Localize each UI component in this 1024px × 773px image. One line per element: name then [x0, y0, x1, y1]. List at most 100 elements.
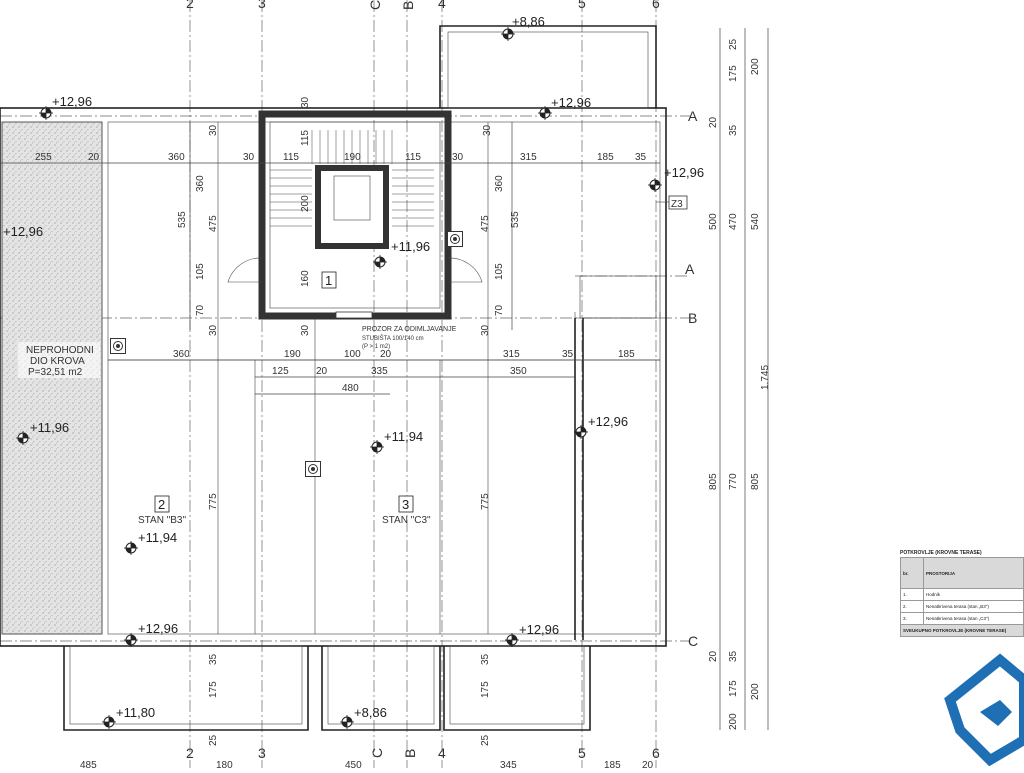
level-mark-icon	[574, 425, 588, 439]
level-label: +11,94	[138, 530, 177, 545]
dim-text: 470	[728, 213, 739, 230]
dims-mid: 360 190 100 20 315 35 185 125 20 335 350…	[173, 349, 635, 394]
dim-text: 1.745	[760, 365, 771, 390]
dim-text: 805	[750, 473, 761, 490]
dim-text: 200	[750, 58, 761, 75]
level-mark-icon	[102, 715, 116, 729]
dim-text: 480	[342, 383, 359, 394]
axis-label: 3	[258, 0, 266, 11]
room-labels: 1 2 STAN "B3" 3 STAN "C3"	[138, 271, 431, 526]
level-label: +11,94	[384, 429, 423, 444]
level-mark-icon	[124, 541, 138, 555]
dim-text: 70	[195, 304, 206, 316]
dim-text: 125	[272, 366, 289, 377]
level-label: +12,96	[52, 94, 92, 109]
level-mark-icon	[501, 27, 515, 41]
dim-text: 35	[562, 349, 574, 360]
dim-text: 25	[728, 38, 739, 50]
dim-text: 190	[344, 152, 361, 163]
dim-text: 70	[494, 304, 505, 316]
window-note-line: PROZOR ZA ODIMLJAVANJE	[362, 326, 457, 333]
drain-icon	[110, 338, 126, 354]
roof-note: NEPROHODNI DIO KROVA P=32,51 m2	[18, 342, 100, 378]
table-cell: 3.	[900, 612, 924, 625]
table-cell: 2.	[900, 600, 924, 613]
room-name: STAN "B3"	[138, 515, 186, 526]
axis-label: C	[369, 748, 385, 758]
table-header-cell: PROSTORIJA	[923, 557, 1024, 589]
level-label: +12,96	[664, 165, 704, 180]
dim-text: 30	[300, 324, 311, 336]
level-label: +12,96	[588, 414, 628, 429]
dim-text: 805	[708, 473, 719, 490]
company-logo	[944, 653, 1024, 767]
axis-label: 5	[578, 745, 586, 761]
axis-label: B	[688, 310, 697, 326]
dim-text: 30	[480, 324, 491, 336]
dim-text: 775	[480, 493, 491, 510]
roof-note-line: P=32,51 m2	[28, 367, 83, 378]
z3-tag: Z3	[656, 195, 688, 210]
level-mark-icon	[124, 633, 138, 647]
room-schedule-table: POTKROVLJE (KROVNE TERASE) br. PROSTORIJ…	[900, 550, 1024, 637]
dim-text: 475	[480, 215, 491, 232]
axis-labels-top: 2 3 C B 4 5 6	[186, 0, 660, 11]
roof-note-line: DIO KROVA	[30, 356, 85, 367]
drain-icon	[447, 231, 463, 247]
dims-vertical-misc: 30 30 360 535 475 105 70 30 30 360 535 4…	[177, 96, 521, 746]
dim-text: 200	[750, 683, 761, 700]
level-label: +12,96	[3, 224, 43, 239]
dim-text: 360	[168, 152, 185, 163]
axis-label: 6	[652, 745, 660, 761]
dim-text: 20	[88, 152, 100, 163]
dim-text: 450	[345, 760, 362, 768]
level-label: +12,96	[519, 622, 559, 637]
level-mark-icon	[373, 255, 387, 269]
dim-text: 255	[35, 152, 52, 163]
dim-text: 775	[208, 493, 219, 510]
table-total-row: SVEUKUPNO POTKROVLJE (KROVNE TERASE)	[900, 624, 1024, 637]
dims-right: 25 175 200 20 35 500 540 1.745 805 805 2…	[708, 38, 771, 730]
dim-text: 185	[618, 349, 635, 360]
dim-text: 115	[300, 130, 311, 146]
dim-text: 30	[452, 152, 464, 163]
table: br. PROSTORIJA 1. Hodnik 2. Nenatkrivena…	[900, 557, 1024, 637]
dim-text: 485	[80, 760, 97, 768]
dim-text: 105	[494, 263, 505, 280]
dim-text: 20	[642, 760, 654, 768]
level-label: +12,96	[138, 621, 178, 636]
level-label: +8,86	[354, 705, 387, 720]
dim-text: 20	[708, 650, 719, 662]
axis-label: B	[402, 749, 418, 758]
dim-text: 30	[300, 96, 311, 108]
dim-text: 115	[405, 152, 421, 163]
dim-text: 200	[728, 713, 739, 730]
dimension-lines	[0, 28, 769, 730]
dim-text: 35	[728, 124, 739, 136]
level-label: +8,86	[512, 14, 545, 29]
dim-text: 35	[208, 653, 219, 665]
table-header-cell: br.	[900, 557, 924, 589]
roof-note-line: NEPROHODNI	[26, 345, 94, 356]
room-number: 2	[158, 497, 165, 512]
table-title: POTKROVLJE (KROVNE TERASE)	[900, 550, 982, 556]
dim-text: 475	[208, 215, 219, 232]
level-mark-icon	[370, 440, 384, 454]
dim-text: 175	[480, 681, 491, 698]
dim-text: 20	[316, 366, 328, 377]
dim-text: 190	[284, 349, 301, 360]
table-cell: Hodnik	[923, 588, 1024, 601]
dim-text: 175	[208, 681, 219, 698]
dim-text: 30	[208, 324, 219, 336]
dim-text: 30	[243, 152, 255, 163]
level-mark-icon	[340, 715, 354, 729]
window-note: PROZOR ZA ODIMLJAVANJE STUBIŠTA 100/140 …	[362, 326, 457, 350]
table-cell: 1.	[900, 588, 924, 601]
axis-label: A	[688, 108, 698, 124]
axis-labels-right: A A B C	[685, 108, 698, 649]
dim-text: 30	[208, 124, 219, 136]
level-mark-icon	[505, 633, 519, 647]
dim-text: 360	[494, 175, 505, 192]
dim-text: 160	[300, 270, 311, 287]
